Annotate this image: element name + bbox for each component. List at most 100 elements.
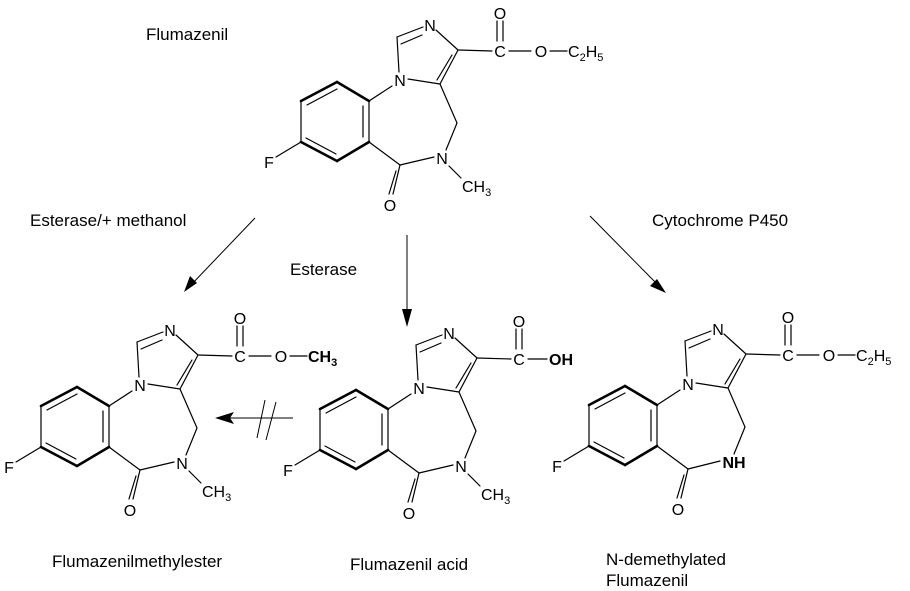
- imidazole-bond: [147, 383, 181, 390]
- ring-nitrogen-2: N: [443, 326, 455, 343]
- imidazole-double-inner: [724, 358, 741, 385]
- imidazole-double-inner: [419, 342, 442, 353]
- n-methyl-group: CH3: [202, 484, 231, 504]
- arrow-cytochrome-p450: [589, 215, 666, 293]
- imidazole-bond: [695, 382, 729, 389]
- benzene-bond: [39, 445, 79, 468]
- ring-nitrogen-2: N: [712, 322, 724, 339]
- ring-nitrogen-2: N: [164, 323, 176, 340]
- carboxyl-oxygen: O: [513, 314, 525, 331]
- carbonyl-bond-2: [128, 475, 137, 500]
- benzene-bond: [354, 388, 390, 411]
- imidazole-double-inner: [140, 339, 163, 350]
- label-flumazenil-acid: Flumazenil acid: [350, 555, 468, 574]
- n-methyl-bond: [467, 473, 481, 487]
- benzene-inner-bond: [593, 441, 625, 459]
- blocked-arrow: [215, 399, 293, 441]
- c-f-bond: [294, 449, 321, 466]
- imidazole-double-inner: [400, 34, 423, 45]
- carboxyl-oxygen: O: [782, 310, 794, 327]
- imidazole-bond: [684, 340, 688, 377]
- blocked-slash-1: [256, 399, 266, 439]
- imidazole-bond: [454, 337, 478, 359]
- imidazole-double-inner: [688, 338, 711, 349]
- ring-bond: [439, 83, 458, 124]
- fluorine-atom: F: [4, 460, 14, 477]
- carbonyl-bond: [411, 472, 420, 503]
- ethyl-group: C2H5: [856, 348, 891, 368]
- imidazole-bond: [458, 357, 478, 393]
- c-c-bond: [457, 49, 493, 52]
- n-methyl-group: CH3: [481, 487, 510, 507]
- benzene-bond: [39, 385, 79, 408]
- reaction-label-esterase: Esterase: [290, 260, 357, 279]
- ring-bond: [727, 387, 746, 428]
- ring-bond: [368, 141, 401, 166]
- c-n1-bond: [108, 390, 133, 407]
- methyl-group: CH3: [308, 349, 337, 369]
- imidazole-bond: [727, 353, 747, 389]
- carboxyl-oxygen: O: [234, 311, 246, 328]
- carboxyl-carbon: C: [513, 352, 525, 369]
- carbonyl-bond: [680, 468, 689, 499]
- fluorine-atom: F: [552, 459, 562, 476]
- reaction-label-cytochrome-p450: Cytochrome P450: [652, 211, 788, 230]
- amide-bond: [399, 156, 435, 166]
- amide-bond: [687, 460, 721, 470]
- benzene-bond: [623, 384, 659, 407]
- carbonyl-bond-2: [676, 474, 685, 499]
- imidazole-bond: [136, 341, 140, 378]
- carboxyl-carbon: C: [234, 349, 246, 366]
- carboxyl-oxygen: O: [494, 6, 506, 23]
- label-flumazenilmethylester: Flumazenilmethylester: [52, 552, 222, 571]
- imidazole-bond: [684, 330, 712, 342]
- c-n1-bond: [368, 85, 393, 102]
- c-f-bond: [15, 446, 42, 463]
- arrow-esterase: [402, 235, 412, 327]
- imidazole-bond: [723, 333, 747, 355]
- benzene-bond: [318, 448, 358, 471]
- imidazole-bond: [415, 344, 419, 381]
- imidazole-double-inner: [455, 362, 472, 389]
- n-methyl-bond: [448, 165, 462, 179]
- c-f-bond: [275, 141, 302, 158]
- arrow-esterase-methanol: [184, 217, 256, 292]
- benzene-bond: [75, 445, 111, 468]
- benzene-bond: [299, 140, 339, 163]
- fluorine-atom: F: [283, 463, 293, 480]
- benzene-bond: [75, 385, 111, 408]
- carboxyl-carbon: C: [494, 44, 506, 61]
- imidazole-bond: [396, 26, 424, 38]
- benzene-bond: [335, 140, 371, 163]
- benzene-bond: [587, 444, 627, 467]
- reaction-label-esterase-methanol: Esterase/+ methanol: [30, 211, 186, 230]
- ring-bond: [445, 122, 458, 151]
- benzene-bond: [335, 80, 371, 103]
- ring-nitrogen-2: N: [424, 18, 436, 35]
- benzene-bond: [623, 444, 659, 467]
- benzene-bond: [587, 384, 627, 407]
- ring-bond: [458, 391, 477, 432]
- ester-oxygen: O: [535, 44, 547, 61]
- c-f-bond: [563, 445, 590, 462]
- benzene-bond: [318, 388, 358, 411]
- c-n1-bond: [387, 393, 412, 410]
- imidazole-double-inner: [436, 54, 453, 81]
- ester-oxygen: O: [823, 348, 835, 365]
- carbonyl-bond-2: [407, 478, 416, 503]
- carbonyl-bond: [132, 469, 141, 500]
- imidazole-bond: [415, 334, 443, 346]
- nh-group: NH: [722, 455, 745, 472]
- ring-bond: [387, 449, 420, 474]
- label-n-demethylated-line2: Flumazenil: [606, 571, 688, 590]
- c-c-bond: [197, 354, 233, 357]
- ester-oxygen: O: [275, 349, 287, 366]
- ring-bond: [733, 426, 746, 455]
- hydroxyl-group: OH: [549, 352, 573, 369]
- benzene-inner-bond: [305, 137, 337, 155]
- fluorine-atom: F: [264, 155, 274, 172]
